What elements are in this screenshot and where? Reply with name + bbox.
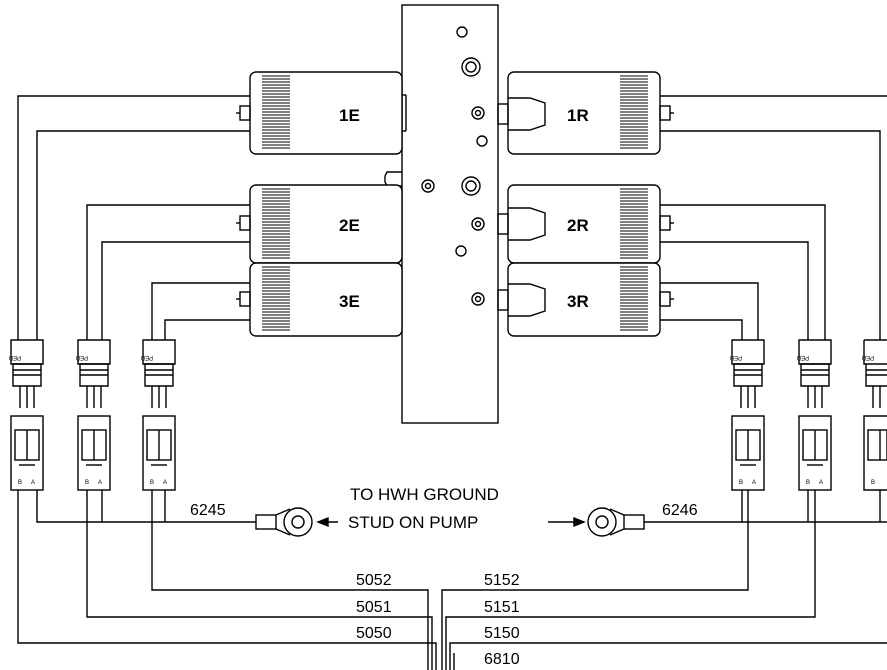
harness-connector-1 — [10, 415, 44, 491]
ground-note-line1: TO HWH GROUND — [350, 485, 499, 504]
valve-label-2R: 2R — [567, 216, 589, 235]
pigtail-plug-6 — [863, 339, 887, 408]
pigtail-plug-2 — [77, 339, 111, 408]
pigtail-plug-1 — [10, 339, 44, 408]
ground-note-line2: STUD ON PUMP — [348, 513, 478, 532]
valve-2E — [236, 184, 403, 264]
pigtail-plug-4 — [731, 339, 765, 408]
manifold-block — [401, 4, 499, 424]
ground-arrows — [316, 516, 586, 528]
harness-connector-4 — [731, 415, 765, 491]
pin-label-b: B — [150, 480, 154, 486]
valve-label-2E: 2E — [339, 216, 360, 235]
ground-wire-label-right: 6246 — [662, 502, 698, 519]
wire-label-left: 5051 — [356, 599, 392, 616]
ground-wires — [36, 490, 887, 523]
valve-1E — [236, 71, 407, 155]
connector-markings: PED PED PED PED PED PED — [8, 354, 874, 360]
wire-label-right: 5152 — [484, 572, 520, 589]
wire-label-right: 5151 — [484, 599, 520, 616]
connector-marking: PED — [75, 354, 88, 360]
connector-marking: PED — [729, 354, 742, 360]
valve-label-3R: 3R — [567, 292, 589, 311]
connector-marking: PED — [8, 354, 21, 360]
harness-connector-2 — [77, 415, 111, 491]
trunk-wire-labels: 5052 5051 5050 5152 5151 5150 6810 — [356, 572, 520, 668]
coil-hatching — [262, 75, 648, 331]
ring-terminal-left — [255, 507, 313, 537]
harness-connector-3 — [142, 415, 176, 491]
valve-wires — [17, 95, 887, 340]
manifold-tab — [384, 171, 402, 187]
wire-label-right: 6810 — [484, 651, 520, 668]
ground-wire-label-left: 6245 — [190, 502, 226, 519]
wire-label-right: 5150 — [484, 625, 520, 642]
valve-label-3E: 3E — [339, 292, 360, 311]
connector-marking: PED — [861, 354, 874, 360]
harness-connector-5 — [798, 415, 832, 491]
harness-trunk-wires — [17, 490, 887, 670]
pin-label-a: A — [31, 480, 35, 486]
ring-terminal-right — [587, 507, 645, 537]
pin-labels: B A B A B A B A B A B — [18, 480, 875, 486]
pigtail-plug-3 — [142, 339, 176, 408]
pin-label-b: B — [85, 480, 89, 486]
pin-label-b: B — [739, 480, 743, 486]
valve-label-1E: 1E — [339, 106, 360, 125]
valve-3E — [236, 262, 403, 337]
pin-label-a: A — [163, 480, 167, 486]
pin-label-b: B — [18, 480, 22, 486]
pin-label-b: B — [871, 480, 875, 486]
manifold-ports — [421, 26, 488, 306]
pin-label-a: A — [819, 480, 823, 486]
connector-marking: PED — [796, 354, 809, 360]
wire-label-left: 5052 — [356, 572, 392, 589]
valve-labels: 1E 2E 3E 1R 2R 3R — [339, 106, 589, 311]
wire-label-left: 5050 — [356, 625, 392, 642]
pin-label-a: A — [752, 480, 756, 486]
pigtail-plug-5 — [798, 339, 832, 408]
valve-label-1R: 1R — [567, 106, 589, 125]
pin-label-b: B — [806, 480, 810, 486]
connector-marking: PED — [140, 354, 153, 360]
harness-connector-6 — [863, 415, 887, 491]
pin-label-a: A — [98, 480, 102, 486]
